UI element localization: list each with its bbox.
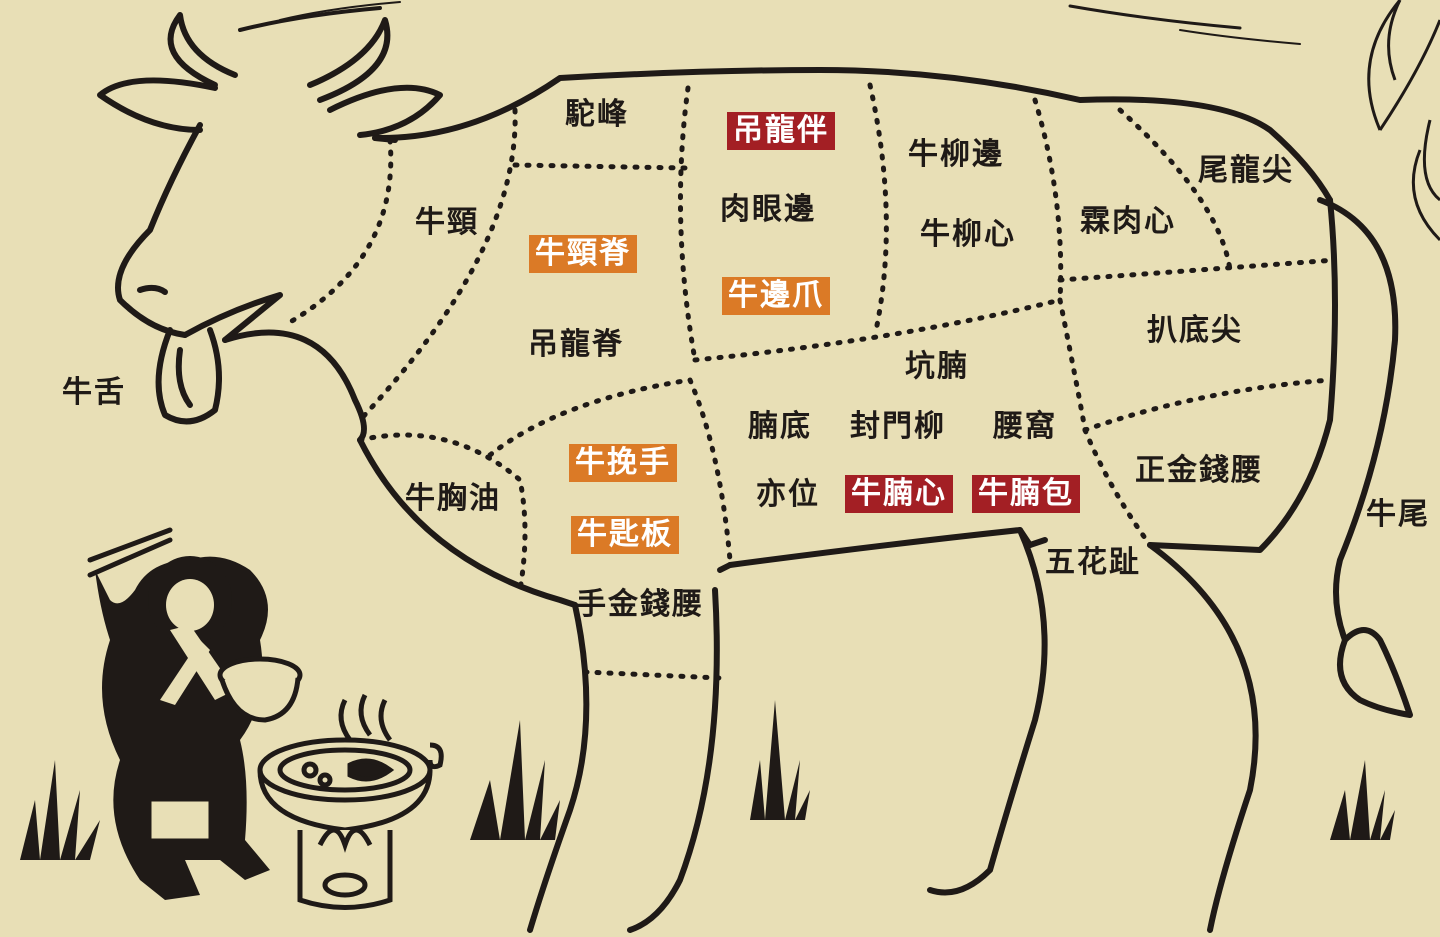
label-niu-wan-shou: 牛挽手 [569,444,677,482]
hotpot-icon [257,693,444,910]
cow-outline-icon [97,12,1413,933]
label-niu-she: 牛舌 [62,375,126,410]
grass-icon [20,700,1395,860]
label-ba-di-jian: 扒底尖 [1147,313,1243,348]
label-yi-wei: 亦位 [756,477,820,512]
label-niu-lang-xin: 牛腩心 [845,475,953,513]
label-lang-di: 腩底 [748,409,812,444]
label-niu-liu-bian: 牛柳邊 [908,137,1004,172]
label-niu-chi-ban: 牛匙板 [571,516,679,554]
label-diao-long-ban: 吊龍伴 [727,112,835,150]
label-niu-jing-ji: 牛頸脊 [529,235,637,273]
label-niu-lang-bao: 牛腩包 [972,475,1080,513]
label-niu-liu-xin: 牛柳心 [920,217,1016,252]
label-feng-men-liu: 封門柳 [850,409,946,444]
label-tuo-feng: 駝峰 [565,97,629,132]
label-zheng-jin-qian-zhan: 正金錢腰 [1135,453,1263,488]
label-diao-long-ji: 吊龍脊 [528,327,624,362]
label-niu-xiong-you: 牛胸油 [405,481,501,516]
label-niu-bian-zhua: 牛邊爪 [722,277,830,315]
label-shou-jin-qian-zhan: 手金錢腰 [576,587,704,622]
brush-stroke-icon [238,1,1301,45]
label-rou-yan-bian: 肉眼邊 [720,192,816,227]
label-mei-rou-xin: 霖肉心 [1080,204,1176,239]
cook-figure-icon [87,527,303,900]
cut-lines [282,82,1338,681]
label-wu-hua-zhi: 五花趾 [1045,545,1141,580]
label-keng-lang: 坑腩 [905,349,969,384]
leaf-icon [1367,0,1440,242]
label-niu-wei: 牛尾 [1366,497,1430,532]
label-wei-long-jian: 尾龍尖 [1198,153,1294,188]
label-niu-jing: 牛頸 [415,205,479,240]
label-yao-wo: 腰窩 [993,409,1057,444]
